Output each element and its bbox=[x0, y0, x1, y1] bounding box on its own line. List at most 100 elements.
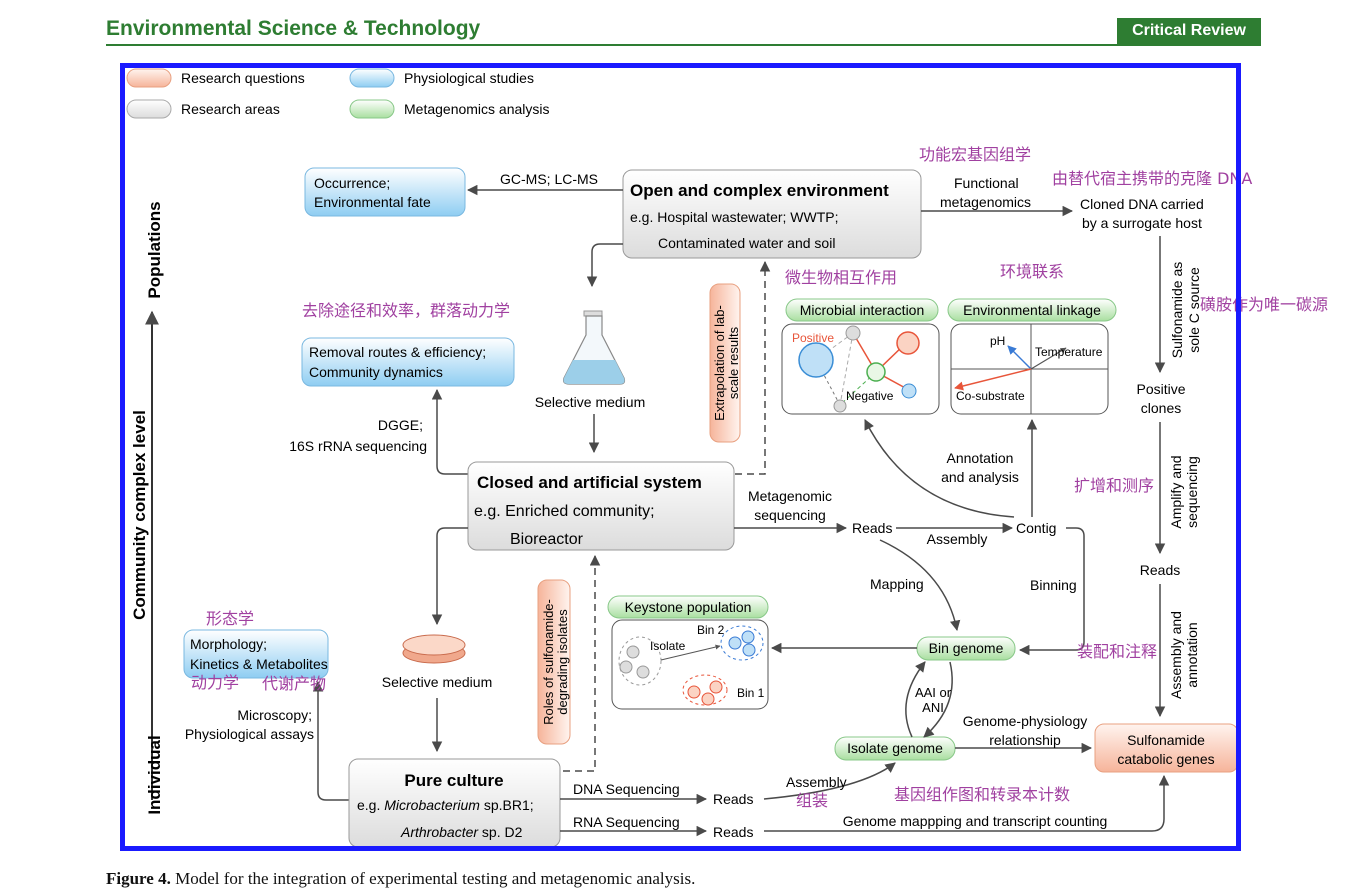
arrow bbox=[923, 661, 953, 738]
metagenomic-seq-label: Metagenomic bbox=[748, 488, 832, 504]
arrow bbox=[312, 680, 349, 801]
negative-label: Negative bbox=[846, 389, 894, 403]
ph-label: pH bbox=[990, 334, 1005, 348]
annotation-label: Annotation bbox=[947, 450, 1014, 466]
petri-dish-icon bbox=[402, 634, 466, 664]
functional-label: metagenomics bbox=[940, 194, 1031, 210]
contig-label: Contig bbox=[1016, 520, 1056, 536]
annotation-cn: 功能宏基因组学 bbox=[919, 145, 1031, 164]
functional-label: Functional bbox=[954, 175, 1019, 191]
assembly-label: Assembly bbox=[786, 774, 847, 790]
arrow bbox=[735, 260, 771, 475]
pure-culture-title: Pure culture bbox=[404, 771, 503, 790]
assembly-annotation-label: annotation bbox=[1184, 622, 1200, 687]
aai-label: ANI bbox=[922, 700, 944, 715]
roles-text: Roles of sulfonamide- bbox=[541, 599, 556, 725]
arrow bbox=[431, 388, 468, 475]
annotation-cn: 装配和注释 bbox=[1077, 642, 1157, 661]
morphology-box bbox=[183, 629, 329, 679]
annotation-cn: 扩增和测序 bbox=[1074, 476, 1154, 495]
occurrence-text: Environmental fate bbox=[314, 194, 431, 210]
annotation-cn: 去除途径和效率，群落动力学 bbox=[302, 301, 510, 320]
binning-label: Binning bbox=[1030, 577, 1077, 593]
caption-text: Model for the integration of experimenta… bbox=[170, 869, 696, 888]
arrow bbox=[431, 527, 468, 626]
annotation-cn: 形态学 bbox=[206, 609, 254, 628]
open-environment-box bbox=[622, 169, 922, 259]
temperature-label: Temperature bbox=[1035, 345, 1103, 359]
genome-physiology-label: relationship bbox=[989, 732, 1061, 748]
selective-medium-label: Selective medium bbox=[382, 674, 493, 690]
roles-box bbox=[537, 579, 571, 745]
annotation-cn: 组装 bbox=[796, 791, 828, 810]
legend-label: Research areas bbox=[181, 101, 280, 117]
mapping-label: Mapping bbox=[870, 576, 924, 592]
annotation-cn: 动力学 bbox=[191, 673, 239, 692]
assembly-label: Assembly bbox=[927, 531, 988, 547]
environmental-linkage-label bbox=[947, 298, 1117, 322]
roles-text: degrading isolates bbox=[555, 609, 570, 715]
extrapolation-text: scale results bbox=[726, 326, 741, 399]
annotation-cn: 环境联系 bbox=[1000, 262, 1064, 281]
bin-genome-text: Bin genome bbox=[929, 640, 1004, 656]
legend: Research questions Physiological studies… bbox=[126, 68, 550, 119]
annotation-cn: 代谢产物 bbox=[262, 674, 326, 693]
open-environment-title: Open and complex environment bbox=[630, 181, 889, 200]
interaction-network bbox=[798, 325, 920, 413]
arrow bbox=[864, 419, 1015, 518]
morphology-text: Morphology; bbox=[190, 636, 267, 652]
keystone-population-label bbox=[607, 595, 769, 619]
open-environment-text: Contaminated water and soil bbox=[658, 235, 835, 251]
positive-label: Positive bbox=[792, 331, 834, 345]
legend-label: Metagenomics analysis bbox=[404, 101, 550, 117]
arrow bbox=[764, 774, 1170, 832]
amplify-label: Amplify and bbox=[1168, 455, 1184, 528]
microbial-interaction-label bbox=[785, 298, 939, 322]
ph-vector bbox=[1007, 345, 1032, 370]
microbial-interaction-text: Microbial interaction bbox=[800, 302, 925, 318]
legend-label: Research questions bbox=[181, 70, 305, 86]
rna-seq-label: RNA Sequencing bbox=[573, 814, 680, 830]
aai-label: AAI or bbox=[915, 685, 952, 700]
cosubstrate-label: Co-substrate bbox=[956, 389, 1025, 403]
annotation-cn: 基因组作图和转录本计数 bbox=[894, 785, 1070, 804]
assembly-annotation-label: Assembly and bbox=[1168, 611, 1184, 699]
genome-physiology-label: Genome-physiology bbox=[963, 713, 1088, 729]
cloned-dna-label: by a surrogate host bbox=[1082, 215, 1202, 231]
keystone-population-text: Keystone population bbox=[625, 599, 752, 615]
reads-label: Reads bbox=[713, 791, 753, 807]
microscopy-label: Microscopy; bbox=[237, 707, 312, 723]
open-environment-text: e.g. Hospital wastewater; WWTP; bbox=[630, 209, 839, 225]
amplify-label: sequencing bbox=[1184, 456, 1200, 528]
arrow bbox=[879, 539, 961, 632]
legend-swatch-questions bbox=[126, 68, 172, 88]
journal-title: Environmental Science & Technology bbox=[106, 17, 481, 40]
annotation-cn: 磺胺作为唯一碳源 bbox=[1200, 295, 1328, 314]
reads-label: Reads bbox=[713, 824, 753, 840]
occurrence-box bbox=[304, 167, 466, 217]
annotation-label: and analysis bbox=[941, 469, 1019, 485]
microscopy-label: Physiological assays bbox=[185, 726, 314, 742]
axis-label-individual: Individual bbox=[145, 735, 164, 814]
closed-system-text: e.g. Enriched community; bbox=[474, 503, 655, 520]
arrow bbox=[763, 762, 896, 800]
selective-medium-label: Selective medium bbox=[535, 394, 646, 410]
occurrence-text: Occurrence; bbox=[314, 175, 390, 191]
reads-label: Reads bbox=[1140, 562, 1180, 578]
closed-system-text: Bioreactor bbox=[510, 531, 584, 548]
axis-label-populations: Populations bbox=[145, 201, 164, 298]
positive-clones-label: clones bbox=[1141, 400, 1181, 416]
pure-culture-text: Arthrobacter sp. D2 bbox=[400, 824, 523, 840]
dgge-label: 16S rRNA sequencing bbox=[289, 438, 427, 454]
positive-clones-label: Positive bbox=[1136, 381, 1185, 397]
article-type-badge: Critical Review bbox=[1117, 18, 1261, 44]
reads-label: Reads bbox=[852, 520, 892, 536]
legend-label: Physiological studies bbox=[404, 70, 534, 86]
gcms-label: GC-MS; LC-MS bbox=[500, 171, 598, 187]
header-rule bbox=[106, 44, 1261, 46]
isolate-genome-text: Isolate genome bbox=[847, 740, 943, 756]
sulfonamide-source-label: sole C source bbox=[1186, 267, 1202, 353]
dna-seq-label: DNA Sequencing bbox=[573, 781, 680, 797]
arrow bbox=[905, 661, 926, 738]
chinese-annotations: 功能宏基因组学 由替代宿主携带的克隆 DNA 微生物相互作用 环境联系 去除途径… bbox=[191, 145, 1328, 810]
